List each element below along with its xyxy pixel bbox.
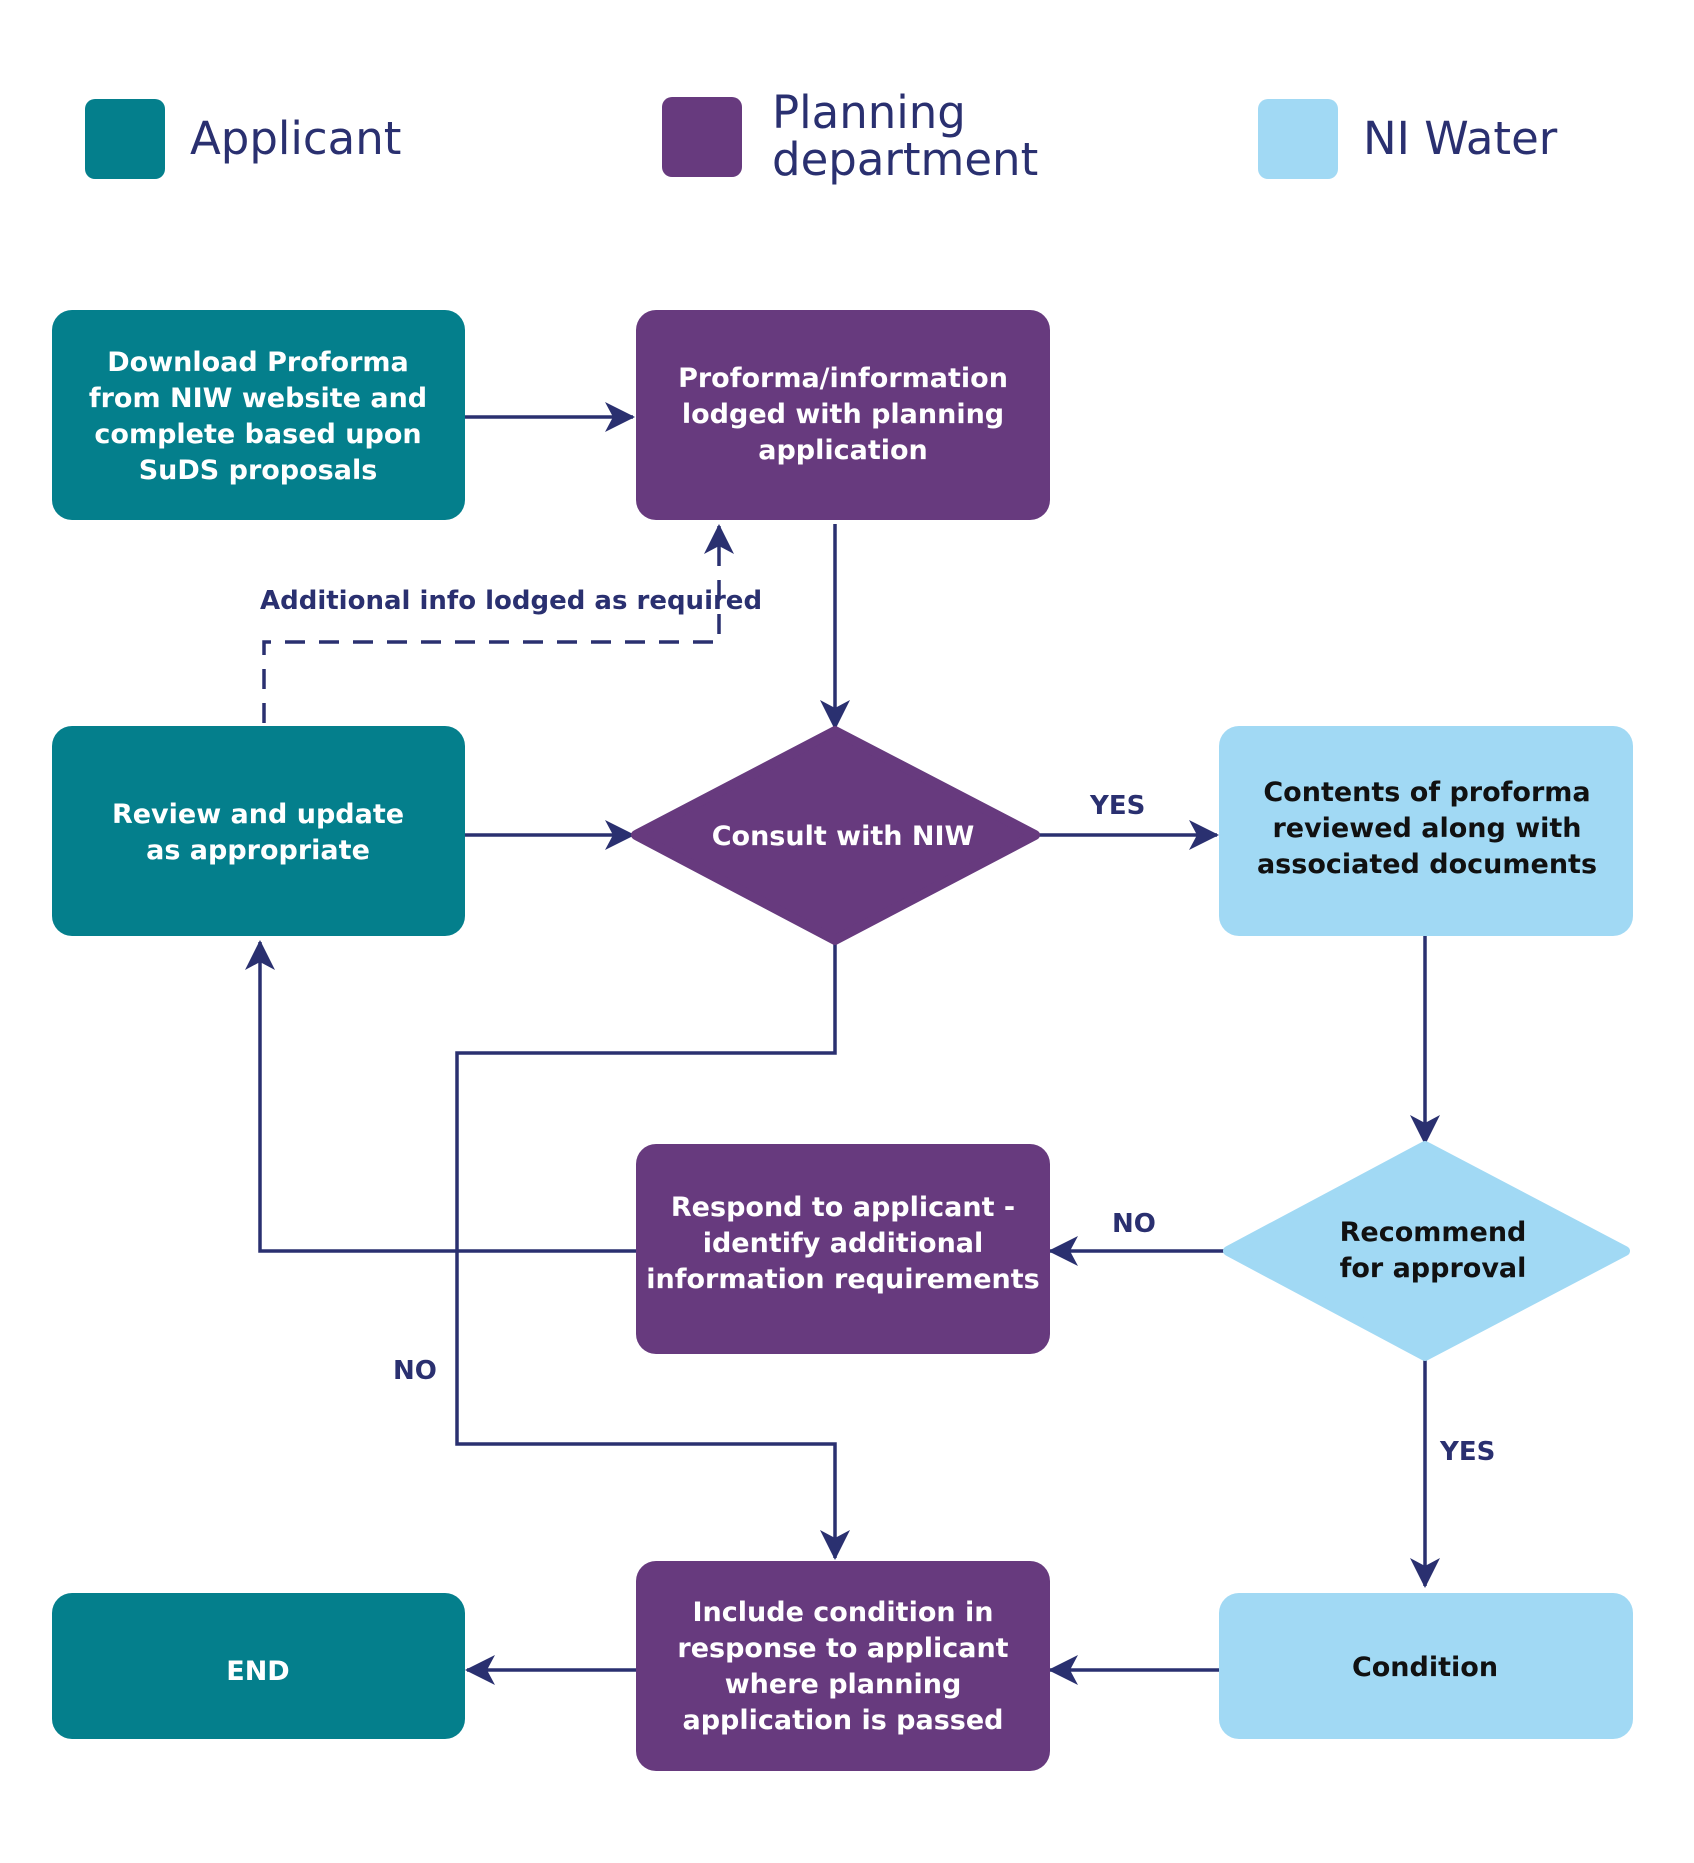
node-respond-applicant: Respond to applicant - identify additiona… [636, 1144, 1050, 1354]
node-text-line: SuDS proposals [139, 455, 378, 486]
node-text-line: Respond to applicant - [671, 1192, 1015, 1223]
node-text-line: lodged with planning [682, 399, 1004, 430]
node-text-line: identify additional [703, 1228, 984, 1259]
legend-swatch-niwater [1258, 99, 1338, 179]
arrow-consult-no [455, 940, 850, 1560]
node-end: END [52, 1593, 465, 1739]
node-end-text: END [226, 1656, 289, 1687]
node-text-line: Contents of proforma [1263, 777, 1590, 808]
node-text-line: response to applicant [677, 1633, 1008, 1664]
node-text-line: Consult with NIW [712, 821, 975, 852]
node-download-proforma-text: Download Proforma from NIW website and com… [89, 347, 427, 486]
node-text-line: Download Proforma [107, 347, 409, 378]
node-review-update: Review and update as appropriate [52, 726, 465, 936]
node-include-condition-text: Include condition in response to applican… [677, 1597, 1008, 1736]
node-text-line: from NIW website and [89, 383, 427, 414]
legend-swatch-planning [662, 97, 742, 177]
legend-label-line: Planning [772, 86, 966, 139]
node-text-line: where planning [725, 1669, 962, 1700]
legend-label-line: department [772, 133, 1038, 186]
node-consult-niw-text: Consult with NIW [712, 821, 975, 852]
node-recommend-approval-text: Recommend for approval [1340, 1217, 1527, 1284]
edge-label-recommend-no: NO [1112, 1209, 1156, 1239]
node-consult-niw: Consult with NIW [631, 726, 1040, 945]
edge-label-consult-no: NO [393, 1356, 437, 1386]
node-review-update-text: Review and update as appropriate [112, 799, 404, 866]
arrow-respond-to-review [245, 940, 636, 1253]
legend-label-applicant: Applicant [190, 112, 401, 165]
node-proforma-lodged: Proforma/information lodged with planning… [636, 310, 1050, 520]
node-text-line: as appropriate [146, 835, 370, 866]
node-text-line: Proforma/information [678, 363, 1008, 394]
node-proforma-lodged-text: Proforma/information lodged with planning… [678, 363, 1008, 466]
node-contents-reviewed-text: Contents of proforma reviewed along with a… [1257, 777, 1597, 880]
node-condition: Condition [1219, 1593, 1633, 1739]
node-condition-text: Condition [1352, 1652, 1498, 1683]
node-include-condition: Include condition in response to applican… [636, 1561, 1050, 1771]
nodes: Download Proforma from NIW website and com… [52, 310, 1633, 1771]
legend-label-line: Applicant [190, 112, 401, 165]
node-text-line: Include condition in [693, 1597, 994, 1628]
node-text-line: reviewed along with [1272, 813, 1581, 844]
node-download-proforma: Download Proforma from NIW website and com… [52, 310, 465, 520]
node-text-line: associated documents [1257, 849, 1597, 880]
node-text-line: information requirements [646, 1264, 1039, 1295]
connectors [245, 402, 1440, 1685]
legend-swatch-applicant [85, 99, 165, 179]
edge-labels: Additional info lodged as required YES N… [260, 586, 1495, 1467]
legend-label-niwater: NI Water [1363, 112, 1558, 165]
node-text-line: complete based upon [94, 419, 421, 450]
node-contents-reviewed: Contents of proforma reviewed along with a… [1219, 726, 1633, 936]
edge-label-recommend-yes: YES [1439, 1437, 1495, 1467]
edge-label-consult-yes: YES [1089, 791, 1145, 821]
node-text-line: Review and update [112, 799, 404, 830]
node-respond-applicant-text: Respond to applicant - identify additiona… [646, 1192, 1039, 1295]
node-text-line: Condition [1352, 1652, 1498, 1683]
node-recommend-approval: Recommend for approval [1223, 1141, 1630, 1361]
node-text-line: application [758, 435, 928, 466]
legend-label-line: NI Water [1363, 112, 1558, 165]
node-text-line: application is passed [683, 1705, 1004, 1736]
node-text-line: END [226, 1656, 289, 1687]
arrow-additional-info-dashed [262, 524, 734, 723]
edge-label-additional-info: Additional info lodged as required [260, 586, 762, 616]
node-text-line: for approval [1340, 1253, 1527, 1284]
node-text-line: Recommend [1340, 1217, 1527, 1248]
